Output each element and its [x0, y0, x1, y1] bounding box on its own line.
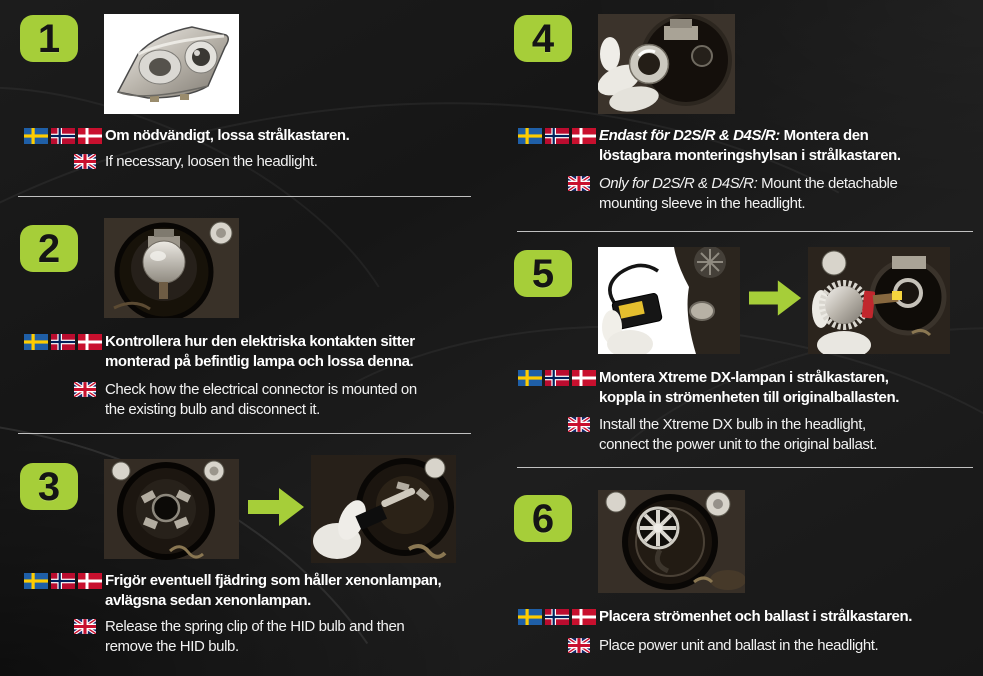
arrow-right-icon [248, 487, 305, 532]
step-6: 6 Placera strömenhet och ballast i strål… [514, 490, 979, 656]
norway-flag-icon [545, 609, 569, 625]
divider [18, 196, 471, 197]
remove-hid-bulb-photo [311, 455, 456, 563]
headlight-front-photo [104, 14, 239, 114]
step-number-badge: 5 [514, 250, 572, 297]
ballast-placed-photo [598, 490, 745, 593]
instruction-swedish: Montera Xtreme DX-lampan i strålkastaren… [599, 369, 899, 406]
instruction-swedish: Kontrollera hur den elektriska kontakten… [105, 333, 415, 370]
step-4: 4 Endast för D2S/R & D4S/R: Montera den … [514, 14, 979, 214]
divider [517, 467, 973, 468]
sweden-flag-icon [518, 609, 542, 625]
instruction-swedish: Frigör eventuell fjädring som håller xen… [105, 572, 442, 609]
instruction-swedish: Placera strömenhet och ballast i strålka… [599, 608, 913, 625]
sweden-flag-icon [24, 573, 48, 589]
denmark-flag-icon [78, 334, 102, 350]
flag-group-scandinavian [518, 609, 596, 625]
instruction-swedish: Endast för D2S/R & D4S/R: Montera den lö… [599, 127, 901, 164]
step-1: 1 Om nödvändigt, lossa strålkastaren. If… [20, 14, 480, 172]
denmark-flag-icon [78, 573, 102, 589]
divider [517, 231, 973, 232]
step-number-badge: 4 [514, 15, 572, 62]
headlight-socket-photo [104, 455, 239, 563]
step-number-badge: 2 [20, 225, 78, 272]
norway-flag-icon [51, 128, 75, 144]
headlight-bulb-cap-photo [104, 218, 239, 318]
norway-flag-icon [51, 573, 75, 589]
power-unit-connect-photo [598, 247, 740, 354]
step-number-badge: 1 [20, 15, 78, 62]
instruction-swedish: Om nödvändigt, lossa strålkastaren. [105, 127, 350, 144]
uk-flag-icon [568, 176, 590, 191]
flag-group-scandinavian [24, 128, 102, 144]
step-number-badge: 3 [20, 463, 78, 510]
sweden-flag-icon [518, 370, 542, 386]
uk-flag-icon [568, 417, 590, 432]
flag-group-scandinavian [518, 370, 596, 386]
uk-flag-icon [74, 382, 96, 397]
instruction-english: Install the Xtreme DX bulb in the headli… [599, 416, 878, 453]
flag-group-scandinavian [24, 573, 102, 589]
norway-flag-icon [545, 370, 569, 386]
instruction-english: Release the spring clip of the HID bulb … [105, 618, 405, 655]
flag-group-scandinavian [518, 128, 596, 144]
step-number-badge: 6 [514, 495, 572, 542]
norway-flag-icon [545, 128, 569, 144]
uk-flag-icon [74, 619, 96, 634]
arrow-right-icon [749, 279, 802, 322]
flag-group-scandinavian [24, 334, 102, 350]
uk-flag-icon [74, 154, 96, 169]
step-3: 3 Frigör eventuell fjädring som håller x… [20, 455, 480, 657]
step-2: 2 Kontrollera hur den elektriska kontakt… [20, 218, 480, 420]
sweden-flag-icon [24, 334, 48, 350]
instruction-english: If necessary, loosen the headlight. [105, 153, 318, 170]
denmark-flag-icon [572, 609, 596, 625]
denmark-flag-icon [78, 128, 102, 144]
mounting-sleeve-photo [598, 14, 735, 114]
sweden-flag-icon [24, 128, 48, 144]
denmark-flag-icon [572, 128, 596, 144]
divider [18, 433, 471, 434]
install-xtreme-dx-bulb-photo [808, 247, 950, 354]
uk-flag-icon [568, 638, 590, 653]
instruction-english: Check how the electrical connector is mo… [105, 381, 417, 418]
instruction-english: Only for D2S/R & D4S/R: Mount the detach… [599, 175, 898, 212]
step-5: 5 Montera Xtreme DX-lampan i strålkastar… [514, 247, 979, 455]
instruction-english: Place power unit and ballast in the head… [599, 637, 879, 654]
sweden-flag-icon [518, 128, 542, 144]
norway-flag-icon [51, 334, 75, 350]
denmark-flag-icon [572, 370, 596, 386]
